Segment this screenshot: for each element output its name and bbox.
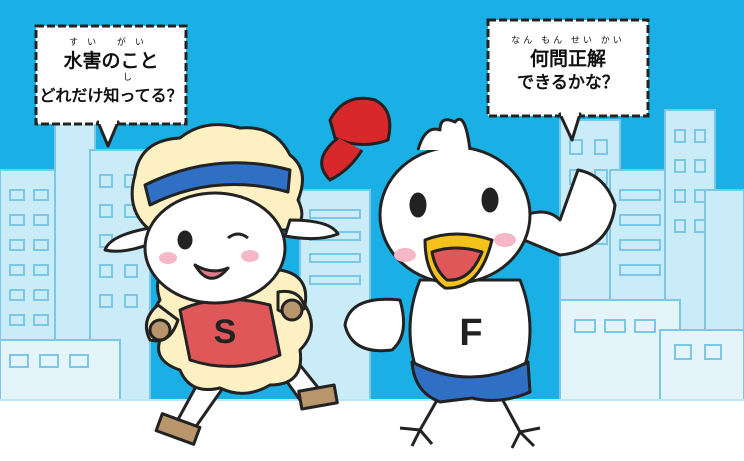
sheep-shirt-letter: S [213,313,237,351]
bubble-right-line2: できるかな？ [517,73,619,93]
bird-shirt-letter: F [459,312,483,354]
red-cap [320,96,392,182]
speech-bubble-left [34,24,188,148]
speech-bubble-right [486,18,650,142]
bubble-left-text: すい がい 水害のこと し どれだけ知ってる？ [38,38,184,108]
bubble-left-line1: 水害のこと [63,50,159,72]
bubble-right-line1: 何問正解 [529,48,606,70]
bubble-left-ruby2: し [122,73,132,83]
bubble-right-ruby: なん もん せい かい [511,36,625,46]
bubble-left-ruby: すい がい [69,38,153,48]
bird-character [343,117,617,449]
sheep-character [103,123,340,446]
bubble-left-line2: どれだけ知ってる？ [39,86,183,105]
ground [0,400,744,461]
bubble-right-text: なん もん せい かい 何問正解 できるかな？ [490,36,646,95]
